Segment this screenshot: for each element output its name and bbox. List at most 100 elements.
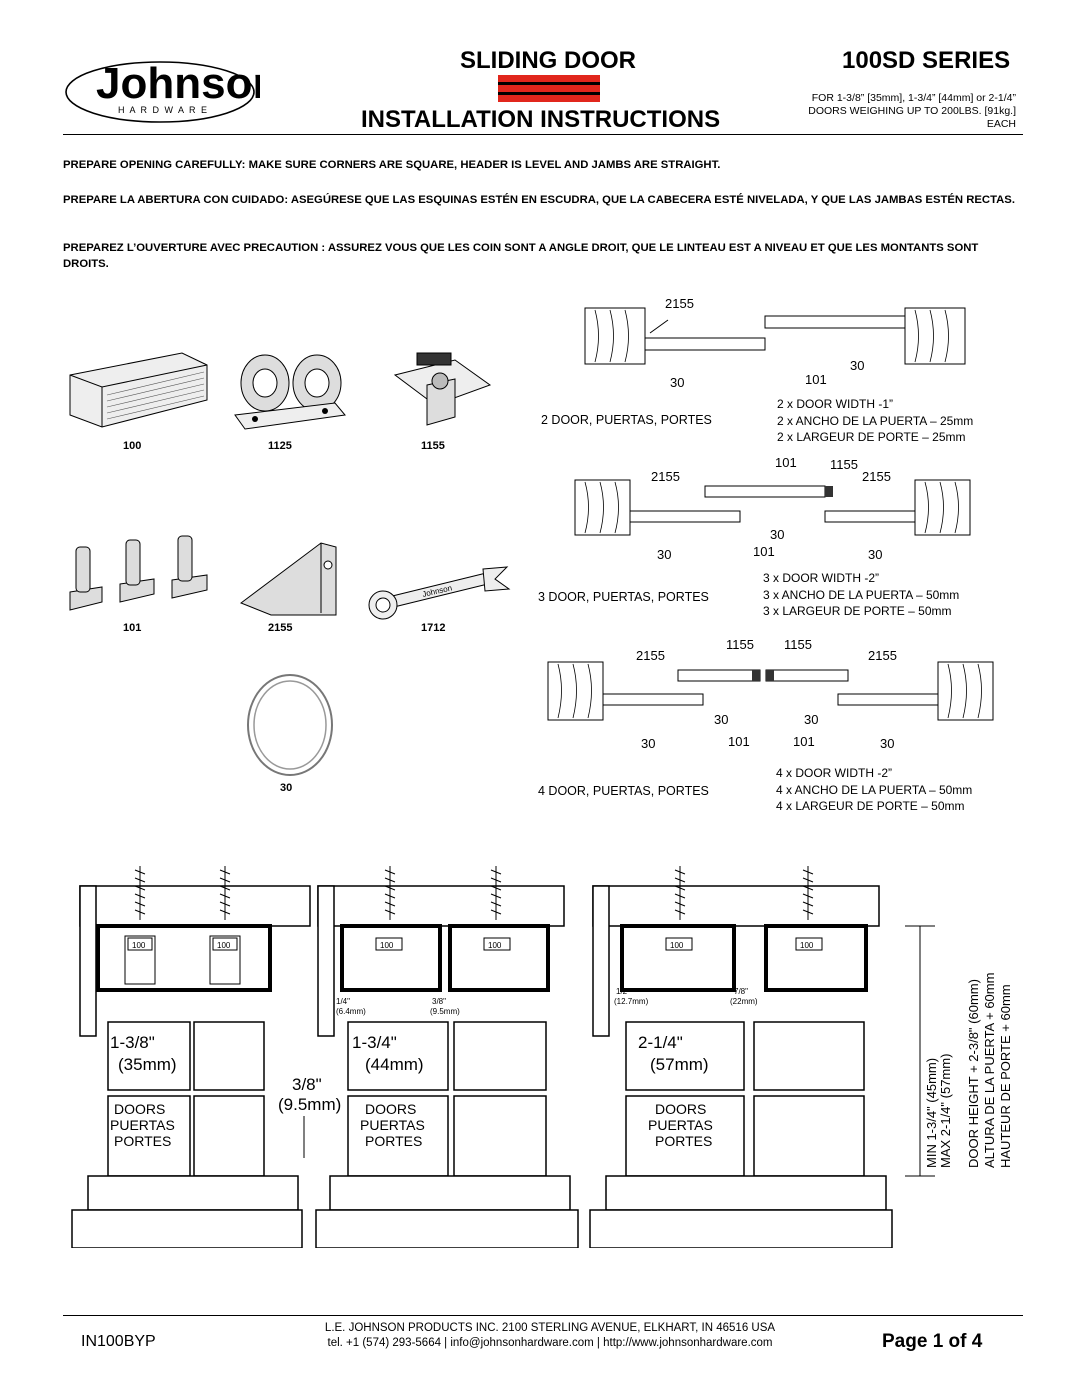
clearance-b-2: (6.4mm) bbox=[336, 1007, 366, 1016]
door-word-fr: PORTES bbox=[365, 1133, 422, 1149]
min-note: MIN 1-3/4" (45mm) bbox=[924, 1058, 939, 1168]
height-note-en: DOOR HEIGHT + 2-3/8" (60mm) bbox=[966, 979, 981, 1168]
instruction-english: PREPARE OPENING CAREFULLY: MAKE SURE COR… bbox=[63, 159, 721, 171]
callout-1155: 1155 bbox=[830, 457, 858, 472]
footer-address: L.E. JOHNSON PRODUCTS INC. 2100 STERLING… bbox=[324, 1322, 776, 1334]
door-word-es: PUERTAS bbox=[648, 1117, 713, 1133]
hanger-label: 100 bbox=[800, 941, 814, 950]
hanger-label: 100 bbox=[670, 941, 684, 950]
callout-30-b: 30 bbox=[804, 712, 818, 727]
config-3-door-label: 3 DOOR, PUERTAS, PORTES bbox=[538, 590, 709, 604]
config-3-door-diagram: 101 1155 2155 2155 30 30 101 30 bbox=[565, 455, 1015, 568]
callout-101: 101 bbox=[805, 372, 827, 387]
callout-2155-a: 2155 bbox=[636, 648, 665, 663]
callout-101-b: 101 bbox=[793, 734, 815, 749]
part-100-illustration bbox=[62, 345, 212, 440]
callout-101-a: 101 bbox=[728, 734, 750, 749]
door-word-es: PUERTAS bbox=[360, 1117, 425, 1133]
brand-name: Johnson bbox=[96, 59, 260, 108]
part-label-100: 100 bbox=[123, 440, 142, 452]
config-4-door-diagram: 1155 1155 2155 2155 30 30 30 101 101 30 bbox=[538, 632, 1008, 757]
height-note-es: ALTURA DE LA PUERTA + 60mm bbox=[982, 973, 997, 1168]
door-word-es: PUERTAS bbox=[110, 1117, 175, 1133]
door-size-mm: (44mm) bbox=[365, 1055, 424, 1074]
part-label-2155: 2155 bbox=[268, 622, 293, 634]
dim-line: 3 x ANCHO DE LA PUERTA – 50mm bbox=[763, 587, 960, 602]
footer-contact-line: tel. +1 (574) 293-5664 | info@johnsonhar… bbox=[327, 1337, 773, 1349]
config-3-door-dims: 3 x DOOR WIDTH -2” 3 x ANCHO DE LA PUERT… bbox=[763, 570, 959, 620]
footer-divider bbox=[63, 1315, 1023, 1316]
callout-1155-b: 1155 bbox=[784, 637, 812, 652]
hanger-label: 100 bbox=[132, 941, 146, 950]
hanger-label: 100 bbox=[217, 941, 231, 950]
part-label-101: 101 bbox=[123, 622, 142, 634]
door-word-fr: PORTES bbox=[655, 1133, 712, 1149]
callout-2155-b: 2155 bbox=[862, 469, 891, 484]
instruction-spanish: PREPARE LA ABERTURA CON CUIDADO: ASEGÚRE… bbox=[63, 194, 1015, 206]
door-word-en: DOORS bbox=[114, 1101, 165, 1117]
document-id: IN100BYP bbox=[81, 1333, 156, 1350]
subtitle-installation: INSTALLATION INSTRUCTIONS bbox=[361, 106, 721, 133]
config-2-door-diagram: 2155 30 101 30 bbox=[570, 288, 1020, 393]
brand-sub: H A R D W A R E bbox=[118, 105, 209, 115]
series-note: FOR 1-3/8” [35mm], 1-3/4” [44mm] or 2-1/… bbox=[808, 92, 1016, 130]
callout-2155-a: 2155 bbox=[651, 469, 680, 484]
part-label-1712: 1712 bbox=[421, 622, 446, 634]
callout-101-b: 101 bbox=[753, 544, 775, 559]
part-1155-illustration bbox=[385, 345, 495, 440]
instruction-french: PREPAREZ L’OUVERTURE AVEC PRECAUTION : A… bbox=[63, 242, 979, 270]
part-101-illustration bbox=[62, 532, 222, 622]
gap-inch: 3/8" bbox=[292, 1075, 322, 1094]
callout-30-c: 30 bbox=[641, 736, 655, 751]
part-1712-wrench-illustration: Johnson bbox=[365, 565, 515, 625]
hanger-label: 100 bbox=[380, 941, 394, 950]
callout-30-b: 30 bbox=[770, 527, 784, 542]
height-note-fr: HAUTEUR DE PORTE + 60mm bbox=[998, 984, 1013, 1168]
clearance-b-4: (9.5mm) bbox=[430, 1007, 460, 1016]
dim-line: 2 x LARGEUR DE PORTE – 25mm bbox=[777, 430, 966, 444]
section-a: 100 100 1-3/8" (35mm) DOORS PUERTAS PORT… bbox=[71, 866, 311, 1249]
max-note: MAX 2-1/4" (57mm) bbox=[938, 1054, 953, 1168]
section-c: 100 100 1/2" (12.7mm) 7/8" (22mm) 2-1/4"… bbox=[589, 866, 893, 1249]
part-1125-illustration bbox=[225, 345, 355, 440]
callout-101: 101 bbox=[775, 455, 797, 470]
door-size-inch: 2-1/4" bbox=[638, 1033, 683, 1052]
part-label-30: 30 bbox=[280, 782, 293, 794]
clearance-c-4: (22mm) bbox=[730, 997, 758, 1006]
door-size-mm: (35mm) bbox=[118, 1055, 177, 1074]
part-label-1155: 1155 bbox=[421, 440, 445, 452]
clearance-c-2: (12.7mm) bbox=[614, 997, 649, 1006]
dim-line: 4 x LARGEUR DE PORTE – 50mm bbox=[776, 799, 965, 813]
gap-mm: (9.5mm) bbox=[278, 1095, 341, 1114]
part-30-ring-illustration bbox=[240, 670, 340, 785]
door-word-fr: PORTES bbox=[114, 1133, 171, 1149]
config-4-door-label: 4 DOOR, PUERTAS, PORTES bbox=[538, 784, 709, 798]
callout-1155-a: 1155 bbox=[726, 637, 754, 652]
hanger-label: 100 bbox=[488, 941, 502, 950]
config-2-door-dims: 2 x DOOR WIDTH -1” 2 x ANCHO DE LA PUERT… bbox=[777, 396, 973, 446]
title-series: 100SD SERIES bbox=[842, 47, 1011, 74]
part-label-1125: 1125 bbox=[268, 440, 292, 452]
clearance-b-3: 3/8" bbox=[432, 997, 446, 1006]
section-b: 100 100 1/4" (6.4mm) 3/8" (9.5mm) 1-3/4"… bbox=[315, 866, 579, 1249]
door-word-en: DOORS bbox=[655, 1101, 706, 1117]
callout-30-c: 30 bbox=[868, 547, 882, 562]
header-divider bbox=[63, 134, 1023, 135]
dim-line: 3 x DOOR WIDTH -2” bbox=[763, 571, 879, 585]
door-size-inch: 1-3/4" bbox=[352, 1033, 397, 1052]
config-2-door-label: 2 DOOR, PUERTAS, PORTES bbox=[541, 413, 712, 427]
dim-line: 4 x ANCHO DE LA PUERTA – 50mm bbox=[776, 782, 973, 797]
door-word-en: DOORS bbox=[365, 1101, 416, 1117]
clearance-c-1: 1/2" bbox=[616, 987, 630, 996]
dim-line: 2 x ANCHO DE LA PUERTA – 25mm bbox=[777, 413, 974, 428]
section-views-drawing: 100 100 1-3/8" (35mm) DOORS PUERTAS PORT… bbox=[60, 858, 1025, 1253]
callout-30-a: 30 bbox=[714, 712, 728, 727]
brand-color-bar bbox=[498, 75, 600, 102]
clearance-c-3: 7/8" bbox=[734, 987, 748, 996]
footer-contact: L.E. JOHNSON PRODUCTS INC. 2100 STERLING… bbox=[240, 1321, 860, 1351]
dim-line: 2 x DOOR WIDTH -1” bbox=[777, 397, 893, 411]
johnson-logo: Johnson H A R D W A R E bbox=[60, 46, 279, 130]
callout-2155: 2155 bbox=[665, 296, 694, 311]
callout-30-a: 30 bbox=[657, 547, 671, 562]
clearance-b-1: 1/4" bbox=[336, 997, 350, 1006]
